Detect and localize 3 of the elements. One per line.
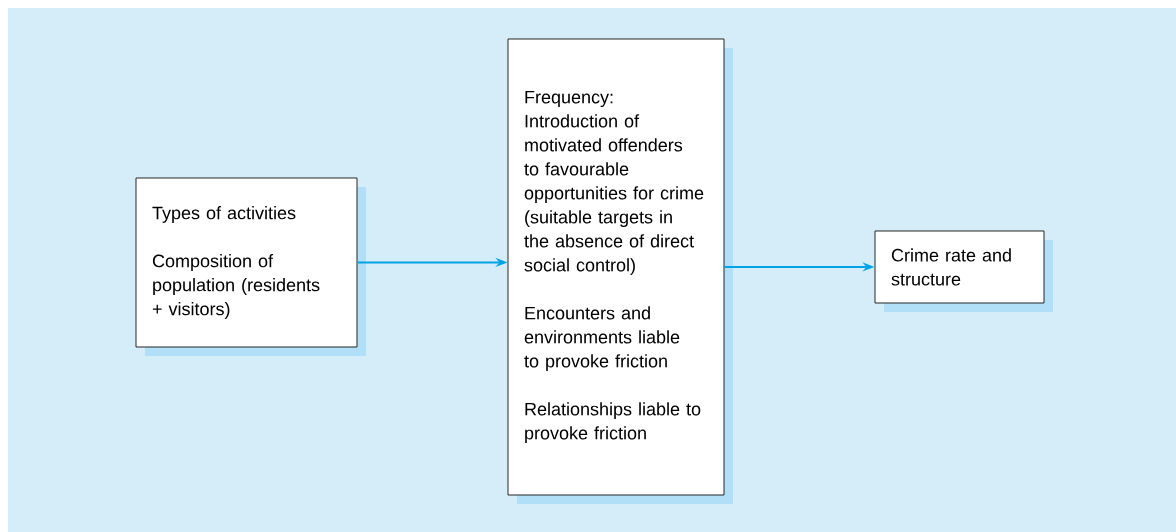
text-box: Types of activities Composition of population (residents + visitors) bbox=[135, 177, 366, 356]
text-box: Crime rate and structure bbox=[874, 230, 1053, 312]
text-box: Frequency: Introduction of motivated offenders to favourable opportunities for crime (suitable targets in the absence of direct social control) Encounters and environments liable to provoke friction Relationships liable to provoke friction bbox=[507, 38, 733, 504]
